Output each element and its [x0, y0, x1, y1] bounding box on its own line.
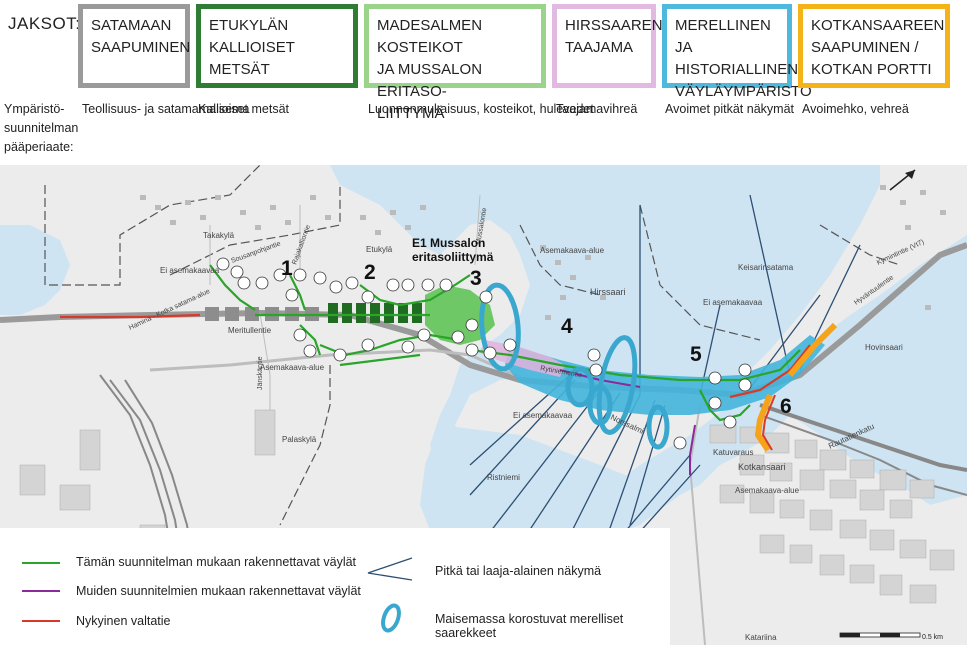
- section-box-4: HIRSSAAREN TAAJAMA: [552, 4, 663, 88]
- section-number-3: 3: [470, 267, 482, 290]
- section-principle-5: Avoimet pitkät näkymät: [665, 102, 794, 116]
- legend-symbol-islet: [381, 603, 401, 633]
- interchange-label-line1: E1 Mussalon: [412, 236, 485, 250]
- legend-label-planned: Tämän suunnitelman mukaan rakennettavat …: [76, 555, 357, 569]
- section-box-1: SATAMAAN SAAPUMINEN: [78, 4, 190, 88]
- label-etukyla: Etukylä: [366, 245, 393, 254]
- jaksot-label: JAKSOT:: [8, 14, 81, 33]
- label-ei-asemakaavaa-2: Ei asemakaavaa: [703, 298, 763, 307]
- label-palaskyla: Palaskylä: [282, 435, 317, 444]
- label-janskantie: Jänskäntie: [257, 356, 264, 390]
- label-keisarinsatama: Keisarinsatama: [738, 263, 794, 272]
- section-title-3: MADESALMEN KOSTEIKOT JA MUSSALON ERITASO…: [377, 17, 483, 122]
- label-takakyla: Takakylä: [203, 231, 235, 240]
- section-box-5: MERELLINEN JA HISTORIALLINEN VÄYLÄYMPÄRI…: [662, 4, 812, 100]
- section-principle-6: Avoimehko, vehreä: [802, 102, 909, 116]
- section-number-5: 5: [690, 343, 702, 366]
- section-number-2: 2: [364, 261, 376, 284]
- label-hirssaari: Hirssaari: [590, 287, 626, 297]
- principles-label: Ympäristö- suunnitelman pääperiaate:: [4, 102, 79, 154]
- legend-symbol-view: [367, 557, 413, 581]
- label-ei-asemakaavaa-3: Ei asemakaavaa: [513, 411, 573, 420]
- legend-label-highway: Nykyinen valtatie: [76, 614, 171, 628]
- section-box-3: MADESALMEN KOSTEIKOT JA MUSSALON ERITASO…: [364, 4, 546, 122]
- west-lake: [0, 225, 70, 315]
- section-title-2: ETUKYLÄN KALLIOISET METSÄT: [209, 17, 295, 78]
- interchange-label-line2: eritasoliittymä: [412, 250, 494, 264]
- section-box-2: ETUKYLÄN KALLIOISET METSÄT: [196, 4, 358, 88]
- sections-header: JAKSOT: SATAMAAN SAAPUMINEN ETUKYLÄN KAL…: [0, 0, 967, 165]
- section-title-4: HIRSSAAREN TAAJAMA: [565, 17, 663, 56]
- label-asemakaava-alue-1: Asemakaava-alue: [260, 363, 325, 372]
- section-number-1: 1: [281, 257, 293, 280]
- road-network: [0, 194, 967, 645]
- section-principle-1: Teollisuus- ja satamamaisema: [82, 102, 250, 116]
- label-katariina: Katariina: [745, 633, 777, 642]
- label-meritullentie: Meritullentie: [228, 326, 272, 335]
- east-water: [860, 310, 967, 495]
- section-5-strip: [505, 335, 825, 415]
- label-kotkansaari: Kotkansaari: [738, 462, 786, 472]
- legend-label-view: Pitkä tai laaja-alainen näkymä: [435, 564, 602, 578]
- north-arrow-icon: [889, 169, 916, 191]
- section-6-approach: [787, 322, 838, 377]
- legend-symbols: [22, 557, 413, 633]
- scale-label: 0.5 km: [922, 634, 943, 641]
- label-asemakaava-alue-2: Asemakaava-alue: [540, 246, 605, 255]
- residential-houses: [140, 185, 946, 320]
- section-principle-4: Taajamavihreä: [556, 102, 638, 116]
- label-ei-asemakaavaa-1: Ei asemakaavaa: [160, 266, 220, 275]
- label-hovinsaari: Hovinsaari: [865, 343, 903, 352]
- scale-bar: 0.5 km: [839, 632, 943, 641]
- section-title-5: MERELLINEN JA HISTORIALLINEN VÄYLÄYMPÄRI…: [675, 17, 812, 100]
- legend-label-other-planned: Muiden suunnitelmien mukaan rakennettava…: [76, 584, 361, 598]
- plan-boundaries: [44, 165, 901, 526]
- marine-islets: [479, 282, 670, 450]
- map-legend: Tämän suunnitelman mukaan rakennettavat …: [0, 528, 670, 645]
- section-title-6: KOTKANSAAREEN SAAPUMINEN / KOTKAN PORTTI: [811, 17, 945, 78]
- section-title-1: SATAMAAN SAAPUMINEN: [91, 17, 191, 56]
- section-3-interchange: [425, 285, 495, 345]
- label-asemakaava-alue-3: Asemakaava-alue: [735, 486, 800, 495]
- section-6-gateway: [754, 393, 773, 452]
- section-number-6: 6: [780, 395, 792, 418]
- section-number-4: 4: [561, 315, 573, 338]
- label-katuvaraus: Katuvaraus: [713, 448, 753, 457]
- planned-roads: [209, 264, 801, 422]
- section-2-markers: [328, 303, 422, 323]
- section-principle-3: Luonnonmukaisuus, kosteikot, hulevedet: [368, 102, 594, 116]
- label-ristniemi: Ristniemi: [487, 473, 520, 482]
- legend-label-islet: Maisemassa korostuvat merelliset saarekk…: [435, 612, 624, 640]
- section-principle-2: Kallioiset metsät: [198, 102, 290, 116]
- section-box-6: KOTKANSAAREEN SAAPUMINEN / KOTKAN PORTTI: [798, 4, 950, 88]
- existing-highway: [60, 313, 811, 399]
- structure-markers: [216, 257, 752, 450]
- section-6-road: [761, 394, 776, 451]
